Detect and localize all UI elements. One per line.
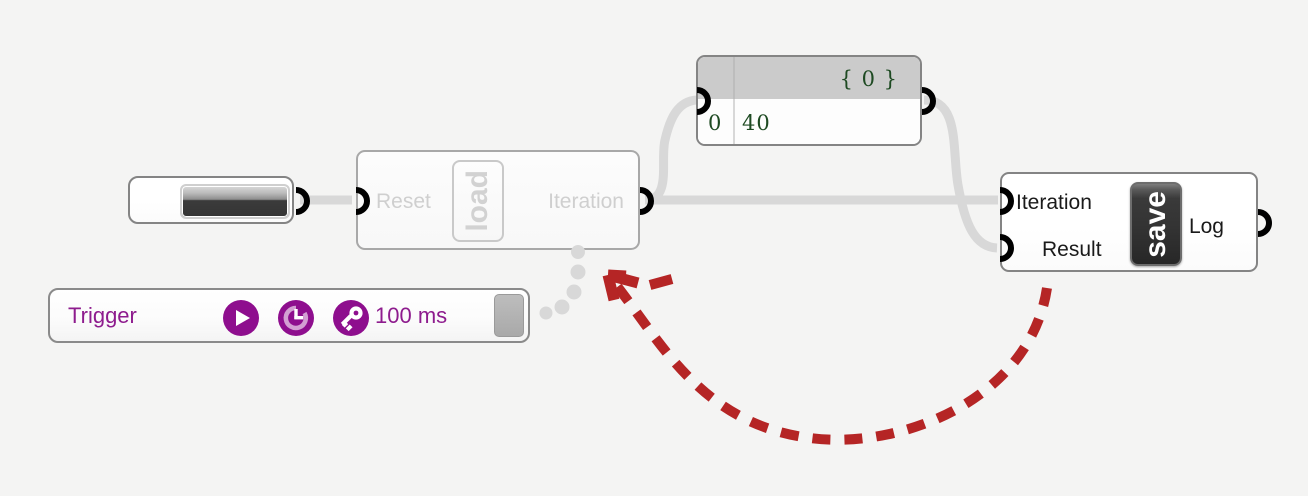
load-button[interactable]: load	[452, 160, 504, 242]
table-column-divider	[733, 99, 735, 144]
play-icon[interactable]	[223, 300, 259, 336]
clock-icon[interactable]	[278, 300, 314, 336]
load-output-label: Iteration	[548, 190, 624, 213]
red-dashed-arrow	[602, 269, 1052, 445]
save-button[interactable]: save	[1130, 182, 1182, 266]
save-input-label-iteration: Iteration	[1016, 191, 1092, 214]
key-icon[interactable]	[333, 300, 369, 336]
table-row[interactable]: 0 40	[698, 99, 920, 144]
table-node[interactable]: { 0 } 0 40	[696, 55, 922, 146]
table-header-cell: { 0 }	[839, 67, 898, 91]
button-node[interactable]	[128, 176, 294, 224]
load-input-label: Reset	[376, 190, 431, 213]
node-push-button[interactable]	[180, 184, 290, 219]
table-header-row: { 0 }	[698, 57, 920, 99]
save-input-label-result: Result	[1042, 238, 1102, 261]
table-column-divider	[733, 57, 735, 99]
trigger-interval-value: 100 ms	[375, 303, 448, 328]
table-row-index: 0	[708, 111, 722, 135]
trigger-resize-handle[interactable]	[494, 294, 524, 337]
save-node[interactable]: Iteration Result save Log	[1000, 172, 1258, 272]
table-cell-value: 40	[742, 111, 771, 135]
drag-dot-trail	[539, 245, 586, 320]
trigger-node[interactable]: Trigger 100 ms	[48, 288, 530, 343]
save-output-label-log: Log	[1188, 215, 1224, 238]
load-node[interactable]: Reset load Iteration	[356, 150, 640, 250]
trigger-label: Trigger	[68, 303, 137, 328]
